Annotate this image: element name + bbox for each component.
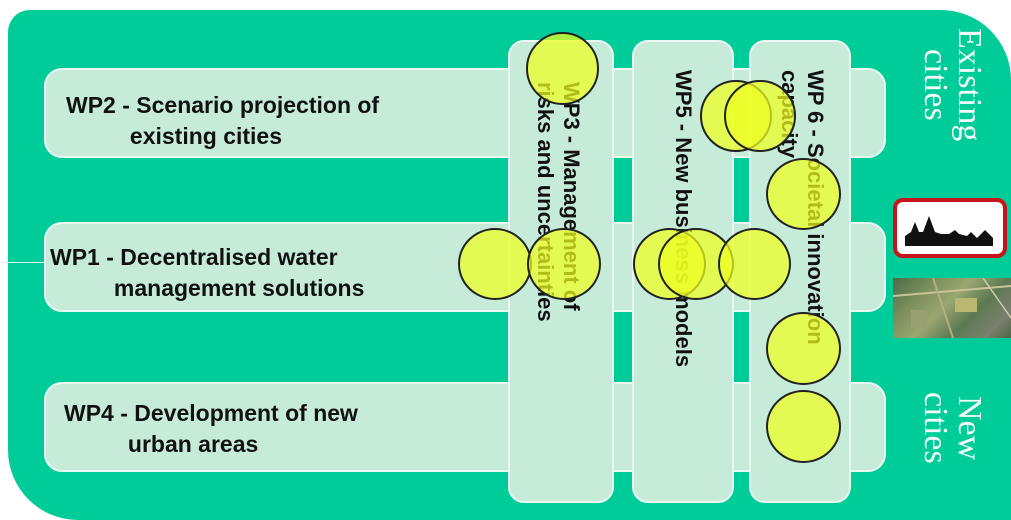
aerial-photo-thumbnail	[893, 278, 1011, 338]
side-label-existing-cities: Existing cities	[917, 28, 988, 142]
row-wp4	[44, 382, 886, 472]
highlight-circle	[724, 80, 796, 152]
town-silhouette-sign-icon	[893, 198, 1007, 258]
side-label-new-cities: New cities	[917, 392, 988, 464]
highlight-circle	[766, 312, 841, 385]
highlight-circle	[766, 390, 841, 463]
divider-line	[0, 262, 60, 263]
column-wp5-label: WP5 - New business models	[671, 70, 696, 368]
highlight-circle	[526, 32, 599, 105]
row-wp4-label: WP4 - Development of new urban areas	[64, 400, 358, 457]
row-wp1-label: WP1 - Decentralised water management sol…	[50, 244, 365, 301]
row-wp2-label: WP2 - Scenario projection of existing ci…	[66, 92, 380, 149]
highlight-circle	[766, 158, 841, 230]
highlight-circle	[527, 228, 601, 300]
highlight-circle	[718, 228, 791, 300]
highlight-circle	[458, 228, 532, 300]
